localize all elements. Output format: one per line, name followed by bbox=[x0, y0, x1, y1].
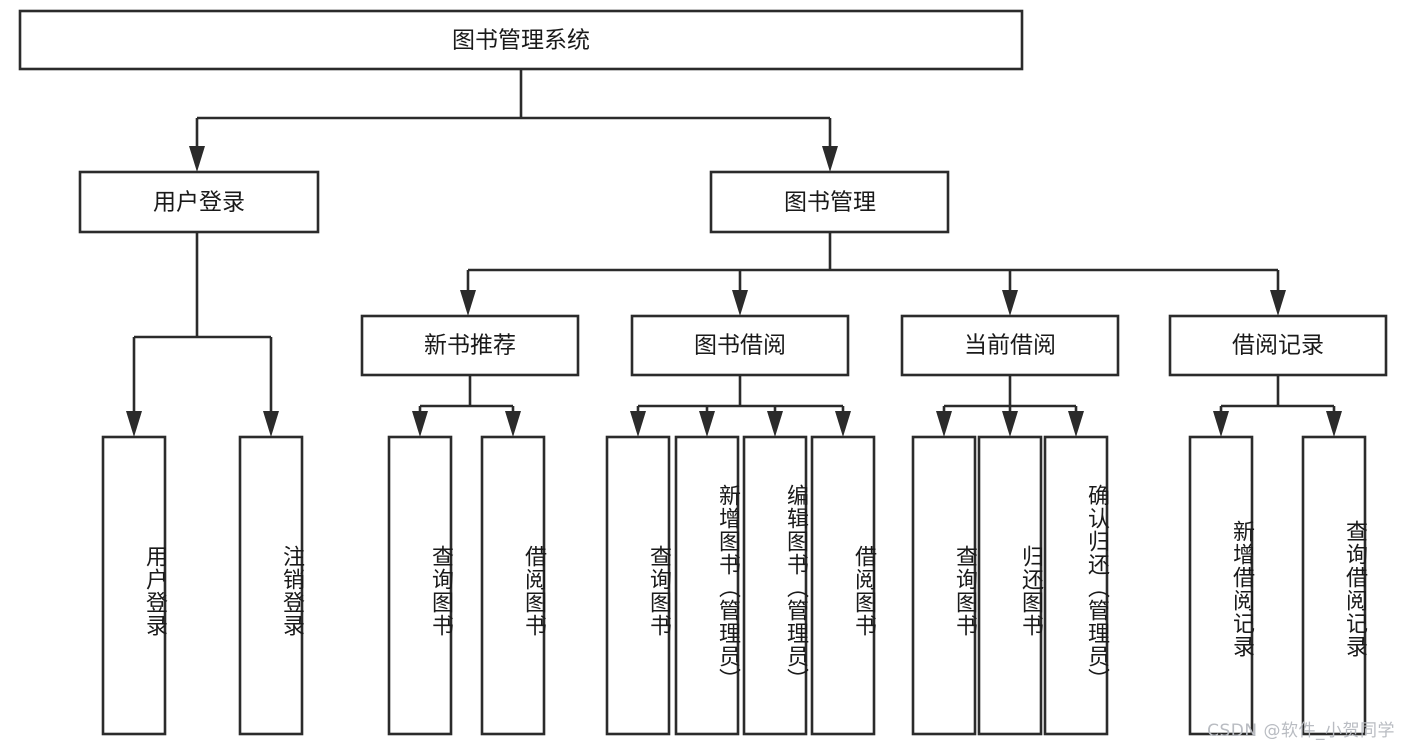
leaf-boxes bbox=[101, 435, 1367, 736]
node-new-book-recommend[interactable]: 新书推荐 bbox=[360, 314, 580, 377]
connector-bookmanage-to-level3 bbox=[460, 232, 1286, 316]
leaf-box-confirm-return[interactable] bbox=[1043, 435, 1109, 736]
leaf-box-user-login[interactable] bbox=[101, 435, 167, 736]
node-user-login-label: 用户登录 bbox=[153, 190, 245, 216]
node-book-borrow[interactable]: 图书借阅 bbox=[630, 314, 850, 377]
node-user-login[interactable]: 用户登录 bbox=[78, 170, 320, 234]
connector-borrowrecord-to-leaves bbox=[1213, 375, 1342, 437]
leaf-box-user-logout[interactable] bbox=[238, 435, 304, 736]
leaf-box-query-book-1[interactable] bbox=[387, 435, 453, 736]
node-book-manage[interactable]: 图书管理 bbox=[709, 170, 950, 234]
leaf-box-borrow-book-2[interactable] bbox=[810, 435, 876, 736]
leaf-box-return-book[interactable] bbox=[977, 435, 1043, 736]
connector-newbook-to-leaves bbox=[412, 375, 521, 437]
node-borrow-record[interactable]: 借阅记录 bbox=[1168, 314, 1388, 377]
node-root-system-label: 图书管理系统 bbox=[452, 28, 590, 54]
node-borrow-record-label: 借阅记录 bbox=[1232, 333, 1324, 359]
node-current-borrow-label: 当前借阅 bbox=[964, 333, 1056, 359]
leaf-box-add-book[interactable] bbox=[674, 435, 740, 736]
leaf-box-borrow-book-1[interactable] bbox=[480, 435, 546, 736]
node-new-book-recommend-label: 新书推荐 bbox=[424, 333, 516, 359]
leaf-box-edit-book[interactable] bbox=[742, 435, 808, 736]
connector-userlogin-to-leaves bbox=[126, 232, 279, 437]
node-book-borrow-label: 图书借阅 bbox=[694, 333, 786, 359]
leaf-box-query-book-3[interactable] bbox=[911, 435, 977, 736]
leaf-box-query-record[interactable] bbox=[1301, 435, 1367, 736]
node-current-borrow[interactable]: 当前借阅 bbox=[900, 314, 1120, 377]
connector-currentborrow-to-leaves bbox=[936, 375, 1084, 437]
csdn-watermark: CSDN @软件_小贺同学 bbox=[1207, 721, 1395, 741]
node-book-manage-label: 图书管理 bbox=[784, 190, 876, 216]
leaf-box-add-record[interactable] bbox=[1188, 435, 1254, 736]
node-root-system[interactable]: 图书管理系统 bbox=[18, 9, 1024, 71]
connector-root-to-level2 bbox=[189, 69, 838, 172]
leaf-box-query-book-2[interactable] bbox=[605, 435, 671, 736]
connector-bookborrow-to-leaves bbox=[630, 375, 851, 437]
